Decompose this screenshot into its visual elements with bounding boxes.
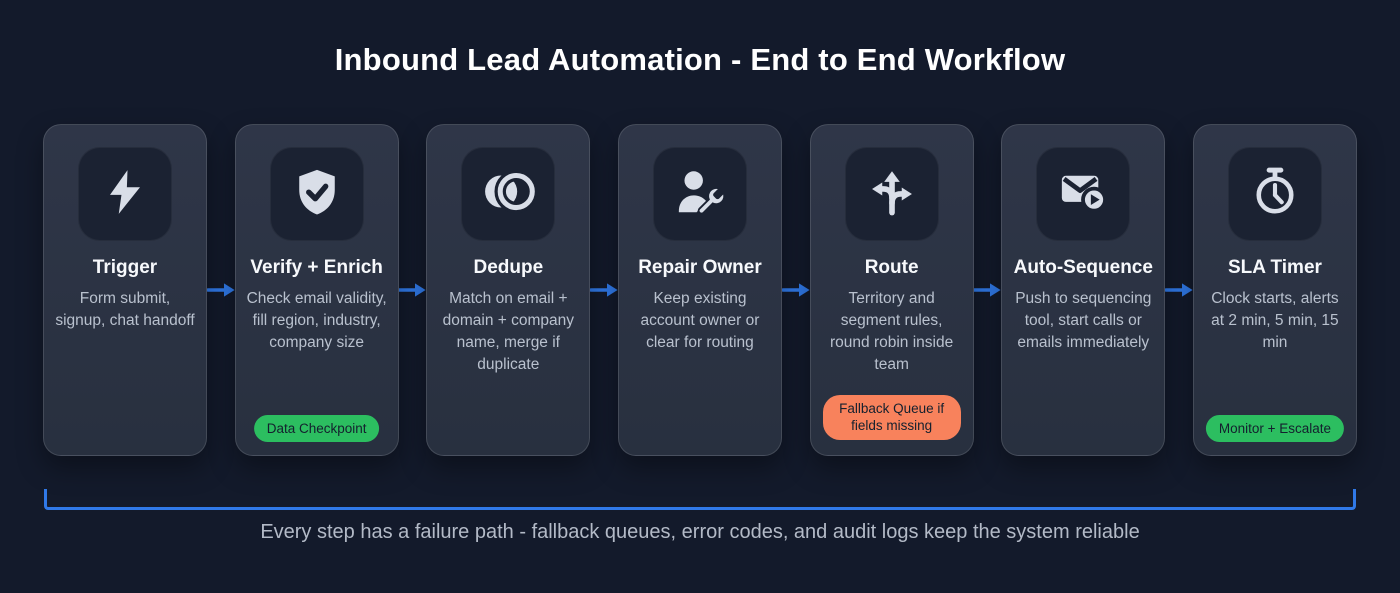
icon-tile bbox=[1227, 147, 1322, 241]
flow-arrow-icon bbox=[206, 280, 236, 300]
step-title: Trigger bbox=[92, 257, 158, 278]
step-description: Check email validity, fill region, indus… bbox=[246, 290, 387, 351]
step-badge: Data Checkpoint bbox=[253, 415, 380, 442]
step-title: Dedupe bbox=[473, 257, 544, 278]
step-title: SLA Timer bbox=[1227, 257, 1322, 278]
icon-tile bbox=[461, 147, 556, 241]
envelope-play-icon bbox=[1056, 165, 1110, 224]
step-card-sla-timer: SLA Timer Clock starts, alerts at 2 min,… bbox=[1192, 124, 1357, 456]
step-badge: Monitor + Escalate bbox=[1205, 415, 1345, 442]
icon-tile bbox=[844, 147, 939, 241]
step-title: Auto-Sequence bbox=[1013, 257, 1153, 278]
flow-arrow-icon bbox=[397, 280, 427, 300]
step-description: Form submit, signup, chat handoff bbox=[55, 290, 195, 329]
step-card-auto-sequence: Auto-Sequence Push to sequencing tool, s… bbox=[1001, 124, 1166, 456]
flow-arrow-icon bbox=[1164, 280, 1194, 300]
flow-arrow-icon bbox=[589, 280, 619, 300]
step-description: Match on email + domain + company name, … bbox=[442, 290, 575, 373]
step-card-verify-enrich: Verify + Enrich Check email validity, fi… bbox=[234, 124, 399, 456]
shield-check-icon bbox=[291, 166, 343, 223]
footer-note: Every step has a failure path - fallback… bbox=[260, 521, 1140, 543]
user-wrench-icon bbox=[673, 165, 727, 224]
flow-arrow-icon bbox=[781, 280, 811, 300]
step-card-repair-owner: Repair Owner Keep existing account owner… bbox=[617, 124, 782, 456]
icon-tile bbox=[652, 147, 747, 241]
step-description: Territory and segment rules, round robin… bbox=[830, 290, 954, 373]
overlapping-circles-icon bbox=[478, 164, 539, 224]
lightning-icon bbox=[100, 167, 150, 222]
step-title: Repair Owner bbox=[638, 257, 762, 278]
step-card-route: Route Territory and segment rules, round… bbox=[809, 124, 974, 456]
split-arrows-icon bbox=[866, 166, 918, 223]
page-title: Inbound Lead Automation - End to End Wor… bbox=[334, 42, 1066, 77]
step-description: Push to sequencing tool, start calls or … bbox=[1015, 290, 1152, 351]
step-title: Route bbox=[864, 257, 919, 278]
workflow-row: Trigger Form submit, signup, chat handof… bbox=[43, 124, 1357, 456]
step-badge: Fallback Queue if fields missing bbox=[822, 394, 961, 440]
step-card-trigger: Trigger Form submit, signup, chat handof… bbox=[43, 124, 207, 456]
icon-tile bbox=[269, 147, 364, 241]
icon-tile bbox=[78, 147, 172, 241]
flow-arrow-icon bbox=[972, 280, 1002, 300]
step-description: Clock starts, alerts at 2 min, 5 min, 15… bbox=[1211, 290, 1339, 351]
step-title: Verify + Enrich bbox=[250, 257, 383, 278]
icon-tile bbox=[1036, 147, 1131, 241]
step-card-dedupe: Dedupe Match on email + domain + company… bbox=[426, 124, 591, 456]
failure-path-bracket bbox=[44, 489, 1356, 510]
step-description: Keep existing account owner or clear for… bbox=[640, 290, 760, 351]
stopwatch-icon bbox=[1249, 166, 1301, 223]
